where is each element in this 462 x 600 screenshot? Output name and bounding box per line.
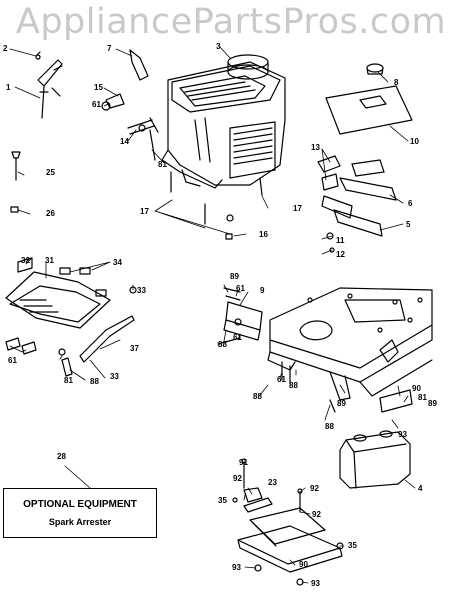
callout-89-top: 89 xyxy=(230,272,239,281)
callout-61-frame: 61 xyxy=(277,375,286,384)
callout-17-right: 17 xyxy=(293,204,302,213)
callout-88-left: 88 xyxy=(218,340,227,349)
callout-93-right: 93 xyxy=(398,430,407,439)
callout-40: 81 xyxy=(64,376,73,385)
callout-81-right: 92 xyxy=(310,484,319,493)
callout-14: 14 xyxy=(120,137,129,146)
callout-89-right: 89 xyxy=(428,399,437,408)
callout-11: 11 xyxy=(336,236,345,245)
callout-7: 7 xyxy=(107,44,112,53)
optional-equipment-box: OPTIONAL EQUIPMENT Spark Arrester xyxy=(3,488,157,538)
callout-3: 3 xyxy=(216,42,221,51)
callout-93-left: 93 xyxy=(232,563,241,572)
callout-88-low: 88 xyxy=(253,392,262,401)
callout-33-top: 33 xyxy=(137,286,146,295)
callout-41: 88 xyxy=(90,377,99,386)
engine-drawing xyxy=(161,54,286,189)
callout-32: 32 xyxy=(21,256,30,265)
callout-5: 5 xyxy=(406,220,411,229)
callout-91-left: 91 xyxy=(239,458,248,467)
callout-16: 16 xyxy=(259,230,268,239)
callout-92-right: 92 xyxy=(312,510,321,519)
muffler-drawing xyxy=(329,389,413,489)
callout-4: 4 xyxy=(418,484,423,493)
callout-61-top: 61 xyxy=(236,284,245,293)
callout-8: 8 xyxy=(394,78,399,87)
chassis-drawing xyxy=(267,287,433,401)
callout-28: 28 xyxy=(57,452,66,461)
spark-arrester-parts xyxy=(232,458,344,586)
callout-13: 13 xyxy=(311,143,320,152)
callout-34: 34 xyxy=(113,258,122,267)
callout-2: 2 xyxy=(3,44,8,53)
fuel-cap-plate xyxy=(325,63,413,135)
callout-15: 15 xyxy=(94,83,103,92)
callout-89-mid: 89 xyxy=(337,399,346,408)
watermark: AppliancePartsPros.com xyxy=(15,2,447,42)
callout-61-engine: 81 xyxy=(158,160,167,169)
callout-90: 90 xyxy=(412,384,421,393)
callout-93-bottom: 93 xyxy=(311,579,320,588)
callout-61-mid: 61 xyxy=(233,333,242,342)
hood-parts xyxy=(5,257,137,377)
callout-23: 23 xyxy=(268,478,277,487)
callout-88-mid: 88 xyxy=(289,381,298,390)
callout-6: 6 xyxy=(408,199,413,208)
callout-39: 61 xyxy=(8,356,17,365)
callout-17-left: 17 xyxy=(140,207,149,216)
optional-equipment-title: OPTIONAL EQUIPMENT xyxy=(23,499,137,510)
callout-37: 37 xyxy=(130,344,139,353)
callout-26: 26 xyxy=(46,209,55,218)
callout-35-left: 35 xyxy=(218,496,227,505)
callout-1: 1 xyxy=(6,83,11,92)
callout-12: 12 xyxy=(336,250,345,259)
throttle-parts xyxy=(35,51,63,119)
spark-arrester-label: Spark Arrester xyxy=(48,517,112,527)
callout-90-bottom: 90 xyxy=(299,560,308,569)
callout-35-right: 35 xyxy=(348,541,357,550)
callout-38: 61 xyxy=(92,100,101,109)
callout-25: 25 xyxy=(46,168,55,177)
leader-lines xyxy=(9,46,416,584)
callout-92-left: 92 xyxy=(233,474,242,483)
throttle-bracket xyxy=(217,287,263,345)
callout-10: 10 xyxy=(410,137,419,146)
callout-9: 9 xyxy=(260,286,265,295)
callout-31: 31 xyxy=(45,256,54,265)
small-fasteners xyxy=(10,49,263,240)
callout-88-right: 88 xyxy=(325,422,334,431)
muffler-brackets xyxy=(317,155,397,253)
callout-61-right: 81 xyxy=(418,393,427,402)
callout-33-bottom: 33 xyxy=(110,372,119,381)
